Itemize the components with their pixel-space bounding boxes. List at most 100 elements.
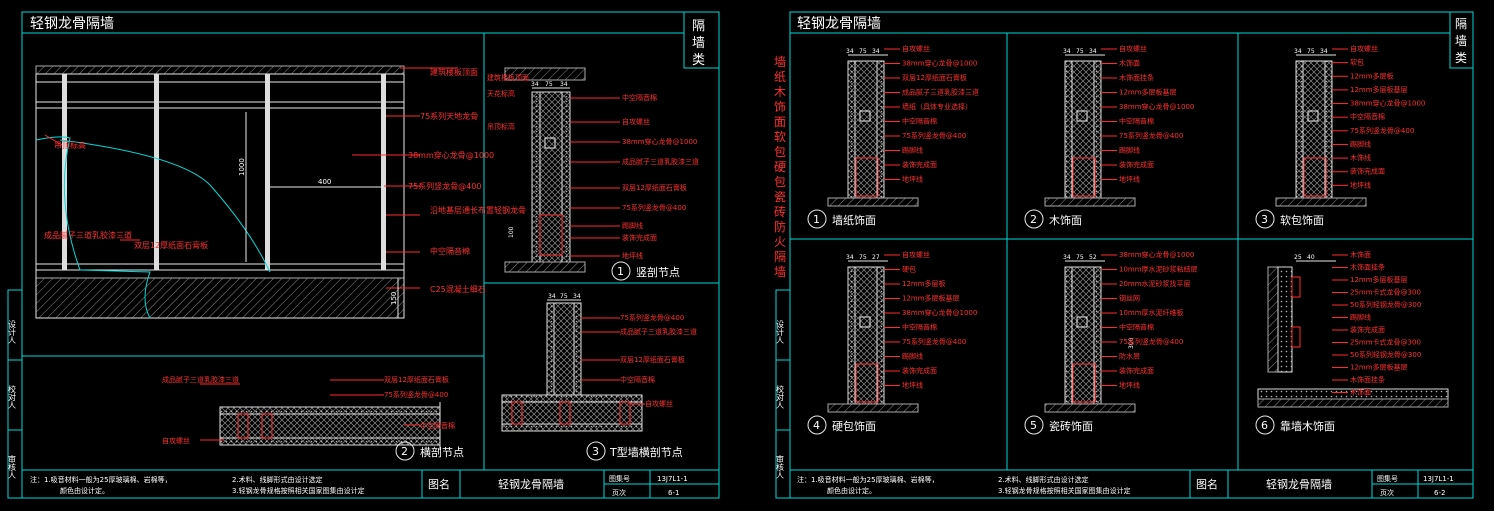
svg-text:自攻螺丝: 自攻螺丝 bbox=[622, 117, 650, 126]
panel-caption-circle bbox=[1024, 415, 1044, 435]
panel-dim: 52 bbox=[1089, 254, 1097, 261]
dim-main-w: 400 bbox=[318, 178, 331, 186]
svg-text:图集号: 图集号 bbox=[1377, 474, 1398, 483]
svg-text:6-1: 6-1 bbox=[668, 489, 679, 497]
svg-text:中空隔音棉: 中空隔音棉 bbox=[430, 246, 470, 256]
svg-text:1: 1 bbox=[617, 265, 624, 278]
panel-caption-text: 软包饰面 bbox=[1280, 213, 1324, 227]
svg-text:2.术料、线脚形式由设计选定: 2.术料、线脚形式由设计选定 bbox=[232, 475, 323, 484]
svg-text:双层12厚纸面石膏板: 双层12厚纸面石膏板 bbox=[622, 183, 687, 192]
panel-label: 12mm多层板基层 bbox=[1119, 88, 1177, 97]
svg-text:34: 34 bbox=[560, 81, 568, 88]
vertical-caption-char: 包 bbox=[774, 175, 786, 189]
vertical-caption-char: 面 bbox=[774, 115, 786, 129]
svg-text:轻钢龙骨隔墙: 轻钢龙骨隔墙 bbox=[498, 477, 564, 491]
panel-label: 12mm多层板基层 bbox=[1350, 85, 1408, 94]
svg-text:75: 75 bbox=[560, 293, 568, 300]
panel-label: 12mm多层板 bbox=[1350, 71, 1394, 80]
svg-text:成品腻子三道乳胶漆三道: 成品腻子三道乳胶漆三道 bbox=[162, 375, 239, 384]
panel-caption-circle bbox=[1255, 209, 1275, 229]
panel-label: 25mm卡式龙骨@300 bbox=[1350, 338, 1421, 347]
svg-text:类: 类 bbox=[1455, 51, 1467, 65]
panel-dim: 34 bbox=[1063, 254, 1071, 261]
panel-dim: 75 bbox=[859, 48, 867, 55]
panel-label: 38mm穿心龙骨@1000 bbox=[1119, 250, 1194, 259]
panel-label: 成品腻子三道乳胶漆三道 bbox=[902, 88, 979, 97]
panel-label: 中空隔音棉 bbox=[902, 117, 937, 126]
svg-text:审核人: 审核人 bbox=[8, 454, 17, 479]
vertical-caption-char: 木 bbox=[774, 85, 786, 99]
svg-text:自攻螺丝: 自攻螺丝 bbox=[645, 399, 673, 408]
panel-label: 防水层 bbox=[1119, 352, 1140, 361]
svg-text:75: 75 bbox=[545, 81, 553, 88]
svg-text:隔: 隔 bbox=[692, 19, 705, 34]
svg-text:颜色由设计定。: 颜色由设计定。 bbox=[60, 486, 109, 495]
left-sheet-title: 轻钢龙骨隔墙 bbox=[30, 16, 114, 32]
panel-label: 踢脚线 bbox=[1119, 146, 1140, 155]
panel-label: 中空隔音棉 bbox=[1119, 323, 1154, 332]
svg-text:地坪线: 地坪线 bbox=[622, 251, 643, 260]
panel-label: 10mm厚水泥纤维板 bbox=[1119, 308, 1184, 317]
panel-label: 地坪线 bbox=[902, 381, 923, 390]
panel-label: 钢丝网 bbox=[1119, 294, 1140, 303]
left-side-tab bbox=[683, 11, 720, 69]
panel-label: 75系列竖龙骨@400 bbox=[902, 337, 966, 346]
panel-label: 中空隔音棉 bbox=[1350, 112, 1385, 121]
svg-text:竖剖节点: 竖剖节点 bbox=[636, 265, 680, 279]
svg-text:75系列天地龙骨: 75系列天地龙骨 bbox=[420, 111, 478, 121]
svg-text:6-2: 6-2 bbox=[1434, 489, 1445, 497]
svg-text:注：1.吸音材料一般为25厚玻璃棉、岩棉等，: 注：1.吸音材料一般为25厚玻璃棉、岩棉等， bbox=[30, 475, 172, 484]
panel-label: 墙纸（具体专业选择） bbox=[902, 102, 972, 111]
panel-label: 25mm卡式龙骨@300 bbox=[1350, 288, 1421, 297]
panel-label: 75系列竖龙骨@400 bbox=[1350, 126, 1414, 135]
vertical-caption-char: 隔 bbox=[774, 250, 786, 264]
panel-label: 自攻螺丝 bbox=[902, 250, 930, 259]
dim-main-h: 1000 bbox=[238, 158, 246, 176]
panel-label: 木饰线 bbox=[1350, 153, 1371, 162]
panel-label: 38mm穿心龙骨@1000 bbox=[1350, 99, 1425, 108]
panel-label: 75系列竖龙骨@400 bbox=[1119, 131, 1183, 140]
panel-label: 中空隔音棉 bbox=[902, 323, 937, 332]
vertical-caption-char: 墙 bbox=[774, 55, 786, 69]
panel-label: 踢脚线 bbox=[1350, 313, 1371, 322]
panel-label: 踢脚线 bbox=[902, 352, 923, 361]
svg-text:75系列竖龙骨@400: 75系列竖龙骨@400 bbox=[384, 390, 448, 399]
panel-dim: 34 bbox=[1089, 48, 1097, 55]
panel-label: 自攻螺丝 bbox=[1350, 44, 1378, 53]
svg-text:颜色由设计定。: 颜色由设计定。 bbox=[827, 486, 876, 495]
svg-text:墙: 墙 bbox=[1455, 34, 1467, 48]
panel-dim: 34 bbox=[1320, 48, 1328, 55]
panel-caption-num: 3 bbox=[1261, 213, 1268, 226]
panel-label: 木饰面挂条 bbox=[1350, 263, 1385, 272]
svg-text:校对人: 校对人 bbox=[776, 384, 785, 409]
panel-dim: 75 bbox=[1076, 254, 1084, 261]
panel-dim: 75 bbox=[1307, 48, 1315, 55]
svg-text:中空隔音棉: 中空隔音棉 bbox=[622, 93, 657, 102]
panel-caption-num: 6 bbox=[1261, 419, 1268, 432]
panel-label: 75系列竖龙骨@400 bbox=[902, 131, 966, 140]
panel-dim: 34 bbox=[846, 254, 854, 261]
svg-text:38mm穿心龙骨@1000: 38mm穿心龙骨@1000 bbox=[408, 150, 494, 160]
panel-dim: 25 bbox=[1294, 254, 1302, 261]
panel-label: 12mm多层板基层 bbox=[1350, 363, 1408, 372]
vertical-caption-char: 防 bbox=[774, 219, 786, 234]
vertical-caption-char: 火 bbox=[774, 235, 786, 249]
svg-text:图名: 图名 bbox=[1196, 477, 1218, 491]
panel-label: 10mm厚水泥砂浆粘结层 bbox=[1119, 265, 1198, 274]
left-title-block: 图名 轻钢龙骨隔墙 图集号 13J7L1-1 页次 6-1 bbox=[421, 470, 719, 498]
svg-text:墙: 墙 bbox=[692, 36, 705, 51]
svg-text:双层12厚纸面石膏板: 双层12厚纸面石膏板 bbox=[384, 375, 449, 384]
panel-label: 38mm穿心龙骨@1000 bbox=[1119, 102, 1194, 111]
svg-text:双层12厚纸面石膏板: 双层12厚纸面石膏板 bbox=[620, 355, 685, 364]
svg-text:75系列竖龙骨@400: 75系列竖龙骨@400 bbox=[408, 181, 481, 191]
panel-dim: 75 bbox=[859, 254, 867, 261]
panel-caption-num: 4 bbox=[813, 419, 820, 432]
svg-text:13J7L1-1: 13J7L1-1 bbox=[657, 475, 688, 483]
svg-text:天花标高: 天花标高 bbox=[487, 89, 515, 98]
svg-text:注：1.吸音材料一般为25厚玻璃棉、岩棉等，: 注：1.吸音材料一般为25厚玻璃棉、岩棉等， bbox=[797, 475, 939, 484]
panel-label: 木饰面挂条 bbox=[1350, 375, 1385, 384]
panel-label: 木饰面 bbox=[1119, 59, 1140, 68]
